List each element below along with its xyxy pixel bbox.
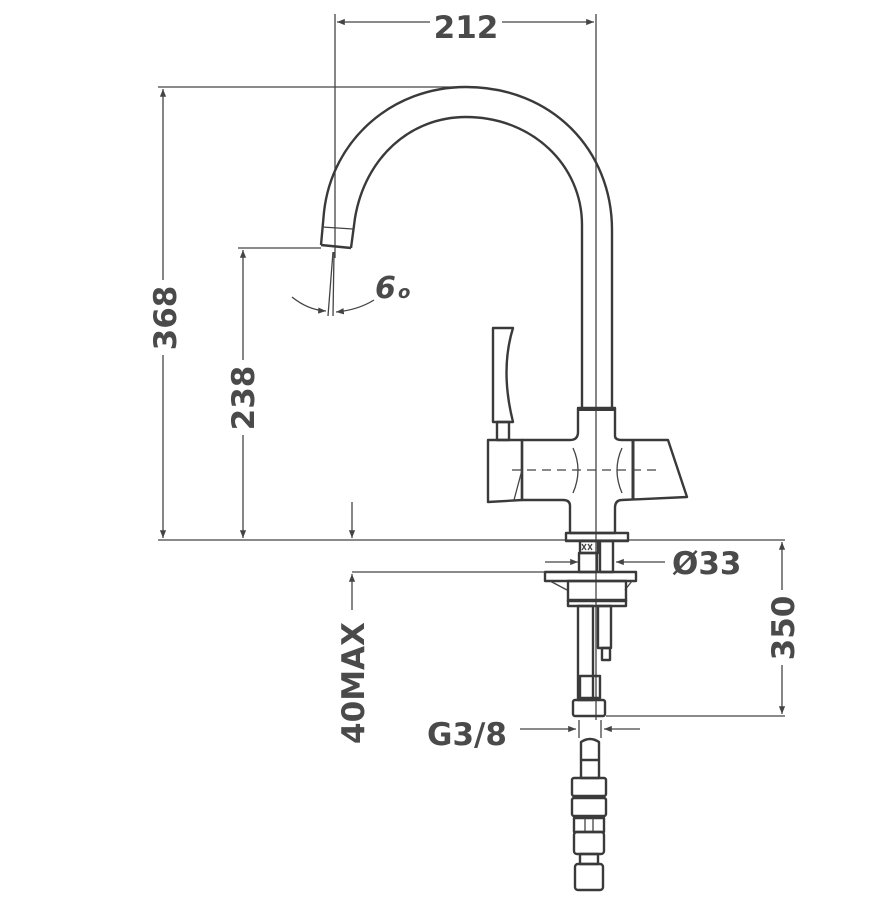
faucet-body: [486, 406, 689, 535]
dimension-deck-thickness: 40MAX: [336, 502, 372, 744]
dimension-label-g38: G3/8: [427, 717, 507, 753]
faucet-spout: [319, 85, 614, 410]
supply-hose: [570, 674, 608, 892]
angle-label: 6: [375, 271, 396, 306]
dimension-label-350: 350: [766, 596, 802, 661]
dimension-label-diameter: Ø33: [672, 546, 742, 582]
dimension-hose-length: 350: [606, 542, 802, 717]
dimension-label-212: 212: [434, 10, 499, 46]
degree-symbol: o: [398, 282, 410, 303]
dimension-spout-reach: 212: [334, 10, 597, 720]
dimension-label-368: 368: [148, 286, 184, 351]
dimension-spout-angle: 6 o: [291, 251, 410, 317]
faucet-handle: [491, 326, 515, 442]
dimension-connection-thread: G3/8: [427, 717, 640, 753]
dimension-label-238: 238: [226, 366, 262, 431]
dimension-spout-height: 238: [226, 247, 321, 538]
dimension-total-height: 368: [148, 86, 785, 541]
dimension-hole-diameter: Ø33: [352, 546, 742, 582]
dimension-label-40max: 40MAX: [336, 622, 372, 744]
